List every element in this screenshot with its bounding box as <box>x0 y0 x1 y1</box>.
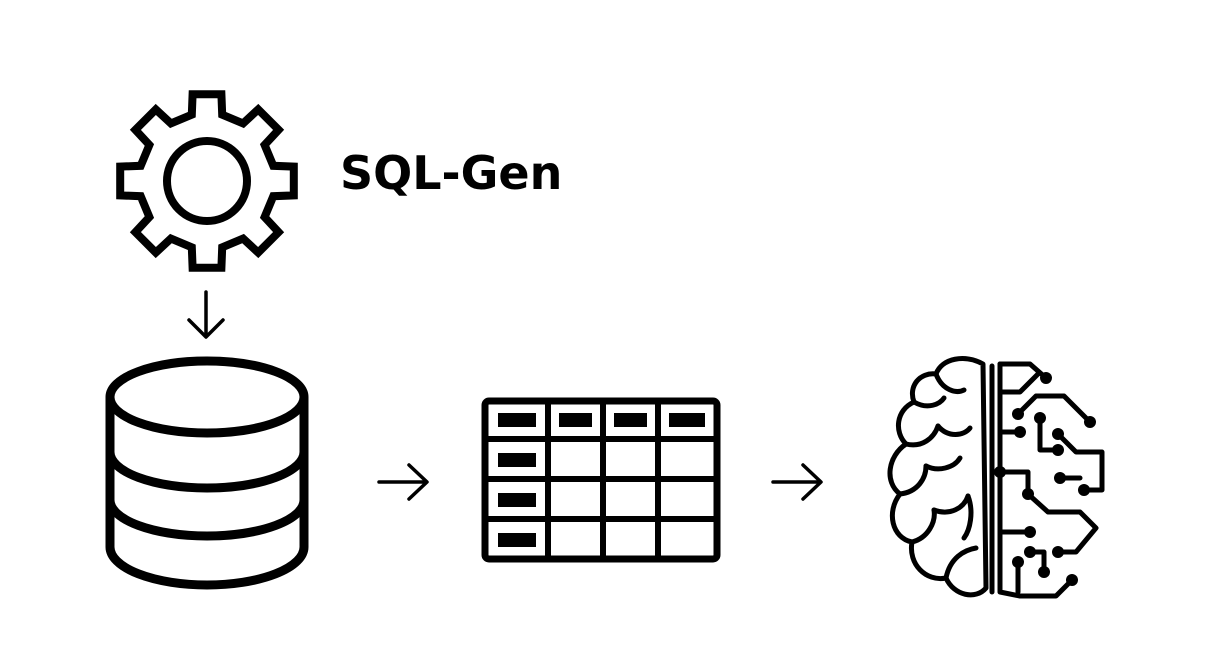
arrow-down-icon <box>187 290 225 339</box>
database-icon <box>105 356 309 590</box>
arrow-right-icon <box>771 463 823 501</box>
arrow-right-icon <box>377 463 429 501</box>
gear-icon <box>116 90 298 272</box>
ai-brain-icon <box>887 356 1105 599</box>
diagram-title: SQL-Gen <box>340 146 563 200</box>
table-icon <box>481 397 721 563</box>
